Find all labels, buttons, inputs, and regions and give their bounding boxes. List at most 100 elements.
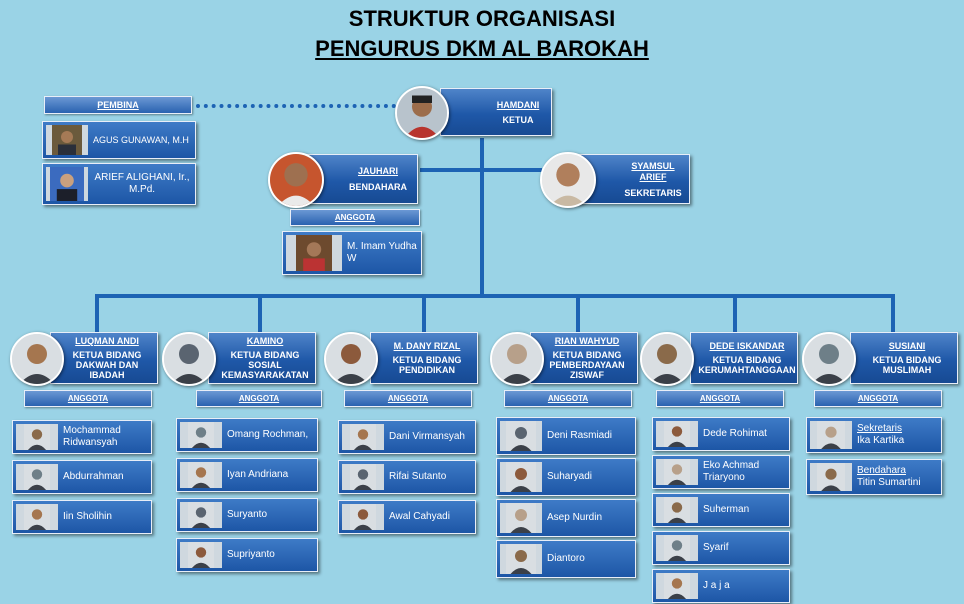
person-photo [500,544,542,574]
person-photo [16,504,58,530]
bidang-head-avatar [490,332,544,386]
bidang-anggota-label: ANGGOTA [344,390,472,407]
member-title: Sekretaris [857,423,903,434]
member-name: Dede Rohimat [703,428,767,439]
bidang-head-role: KETUA BIDANG SOSIAL KEMASYARAKATAN [221,350,309,380]
bidang-member: Suharyadi [496,458,636,496]
member-name: Mochammad Ridwansyah [63,425,121,448]
member-name: Ika Kartika [857,435,905,446]
bidang-anggota-label: ANGGOTA [814,390,942,407]
bidang-member: Abdurrahman [12,460,152,494]
connector-line [480,138,484,298]
sekretaris-avatar [540,152,596,208]
person-photo [16,464,58,490]
bidang-head-role: KETUA BIDANG PENDIDIKAN [392,355,462,375]
bidang-anggota-label: ANGGOTA [24,390,152,407]
connector-line [422,294,426,334]
bidang-head-name: SUSIANI [888,341,926,351]
person-photo [656,535,698,561]
bidang-head-name: LUQMAN ANDI [75,336,139,346]
bidang-head-avatar [162,332,216,386]
bidang-member: Suryanto [176,498,318,532]
connector-line [258,294,262,334]
bidang-member: Syarif [652,531,790,565]
member-name: Dani Virmansyah [389,431,465,442]
person-photo [46,125,88,155]
member-name: Eko Achmad Triaryono [703,460,760,483]
bidang-anggota-label: ANGGOTA [656,390,784,407]
member-name: Omang Rochman, [227,429,309,440]
chart-title: STRUKTUR ORGANISASI [348,6,616,31]
person-photo [180,502,222,528]
member-name: Iin Sholihin [63,511,112,522]
bidang-head-box: DEDE ISKANDAR KETUA BIDANG KERUMAHTANGGAA… [690,332,798,384]
bidang-member: Mochammad Ridwansyah [12,420,152,454]
bidang-member: J a j a [652,569,790,603]
member-name: Suharyadi [547,471,593,482]
person-photo [342,504,384,530]
member-name: Abdurrahman [63,471,124,482]
bidang-head-box: LUQMAN ANDI KETUA BIDANG DAKWAH DAN IBADA… [50,332,158,384]
bidang-member: Suherman [652,493,790,527]
person-photo [180,422,222,448]
connector-line [891,294,895,334]
bidang-member: Iin Sholihin [12,500,152,534]
bidang-head-name: DEDE ISKANDAR [709,341,785,351]
bidang-head-name: RIAN WAHYUD [554,336,620,346]
member-name: Suherman [703,504,750,515]
bidang-member: Asep Nurdin [496,499,636,537]
bidang-member: Eko Achmad Triaryono [652,455,790,489]
bidang-member: Deni Rasmiadi [496,417,636,455]
person-photo [342,464,384,490]
bendahara-avatar [268,152,324,208]
bendahara-anggota-label: ANGGOTA [290,209,420,226]
person-photo [286,235,342,271]
bidang-head-role: KETUA BIDANG DAKWAH DAN IBADAH [72,350,142,380]
person-photo [180,542,222,568]
bidang-head-role: KETUA BIDANG MUSLIMAH [872,355,942,375]
bidang-member: Rifai Sutanto [338,460,476,494]
person-photo [656,421,698,447]
member-name: Awal Cahyadi [389,511,450,522]
bidang-head-role: KETUA BIDANG KERUMAHTANGGAAN [698,355,796,375]
person-photo [46,167,88,201]
member-name: Asep Nurdin [547,512,603,523]
person-photo [810,421,852,449]
connector-line [95,294,99,334]
person-photo [500,421,542,451]
person-photo [810,463,852,491]
person-photo [656,459,698,485]
member-name: Titin Sumartini [857,477,921,488]
bidang-member: Awal Cahyadi [338,500,476,534]
member-name: Diantoro [547,553,585,564]
bidang-head-role: KETUA BIDANG PEMBERDAYAAN ZISWAF [549,350,625,380]
bidang-head-avatar [10,332,64,386]
bidang-head-box: RIAN WAHYUD KETUA BIDANG PEMBERDAYAAN ZIS… [530,332,638,384]
dotted-connector [196,104,396,108]
connector-line [95,294,895,298]
bidang-head-avatar [324,332,378,386]
bidang-head-avatar [802,332,856,386]
member-name: Iyan Andriana [227,469,289,480]
member-name: J a j a [703,580,730,591]
person-photo [656,573,698,599]
member-title: Bendahara [857,465,906,476]
sekretaris-box: SYAMSUL ARIEF SEKRETARIS [576,154,690,204]
ketua-box: HAMDANI KETUA [440,88,552,136]
bidang-member: Dani Virmansyah [338,420,476,454]
member-name: Deni Rasmiadi [547,430,613,441]
connector-line [484,168,542,172]
pembina-member: ARIEF ALIGHANI, Ir., M.Pd. [42,163,196,205]
bidang-member: Diantoro [496,540,636,578]
bidang-member: Supriyanto [176,538,318,572]
bidang-member: Dede Rohimat [652,417,790,451]
person-photo [342,424,384,450]
pembina-member: AGUS GUNAWAN, M.H [42,121,196,159]
person-photo [180,462,222,488]
ketua-avatar [395,86,449,140]
person-photo [656,497,698,523]
bidang-anggota-label: ANGGOTA [196,390,322,407]
bendahara-member: M. Imam Yudha W [282,231,422,275]
